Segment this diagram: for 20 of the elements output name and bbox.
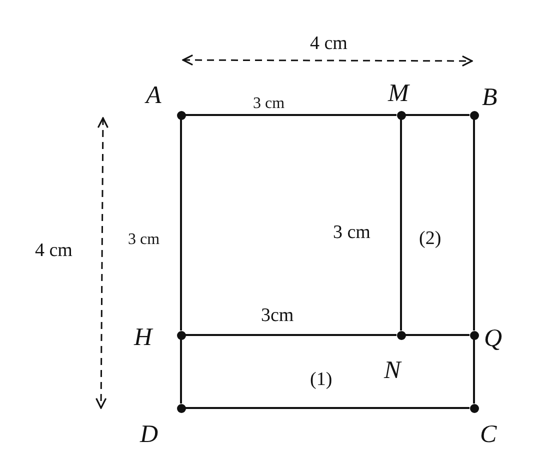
line-segment	[406, 114, 470, 116]
line-segment	[473, 120, 475, 330]
line-segment	[186, 334, 396, 336]
point-label: D	[140, 422, 158, 447]
line-segment	[473, 340, 475, 404]
line-segment	[406, 334, 470, 336]
line-segment	[180, 340, 182, 404]
point-label: M	[388, 81, 409, 106]
point-label: N	[384, 358, 401, 383]
point-label: Q	[484, 326, 502, 351]
point-label: B	[482, 85, 498, 110]
point-label: H	[134, 325, 152, 350]
region-label: (2)	[419, 229, 442, 248]
point-label: C	[480, 422, 497, 447]
line-segment	[186, 114, 396, 116]
region-label: (1)	[310, 370, 332, 389]
line-segment	[180, 120, 182, 330]
line-segment	[400, 120, 402, 330]
line-segment	[186, 407, 470, 409]
point-label: A	[146, 83, 162, 108]
